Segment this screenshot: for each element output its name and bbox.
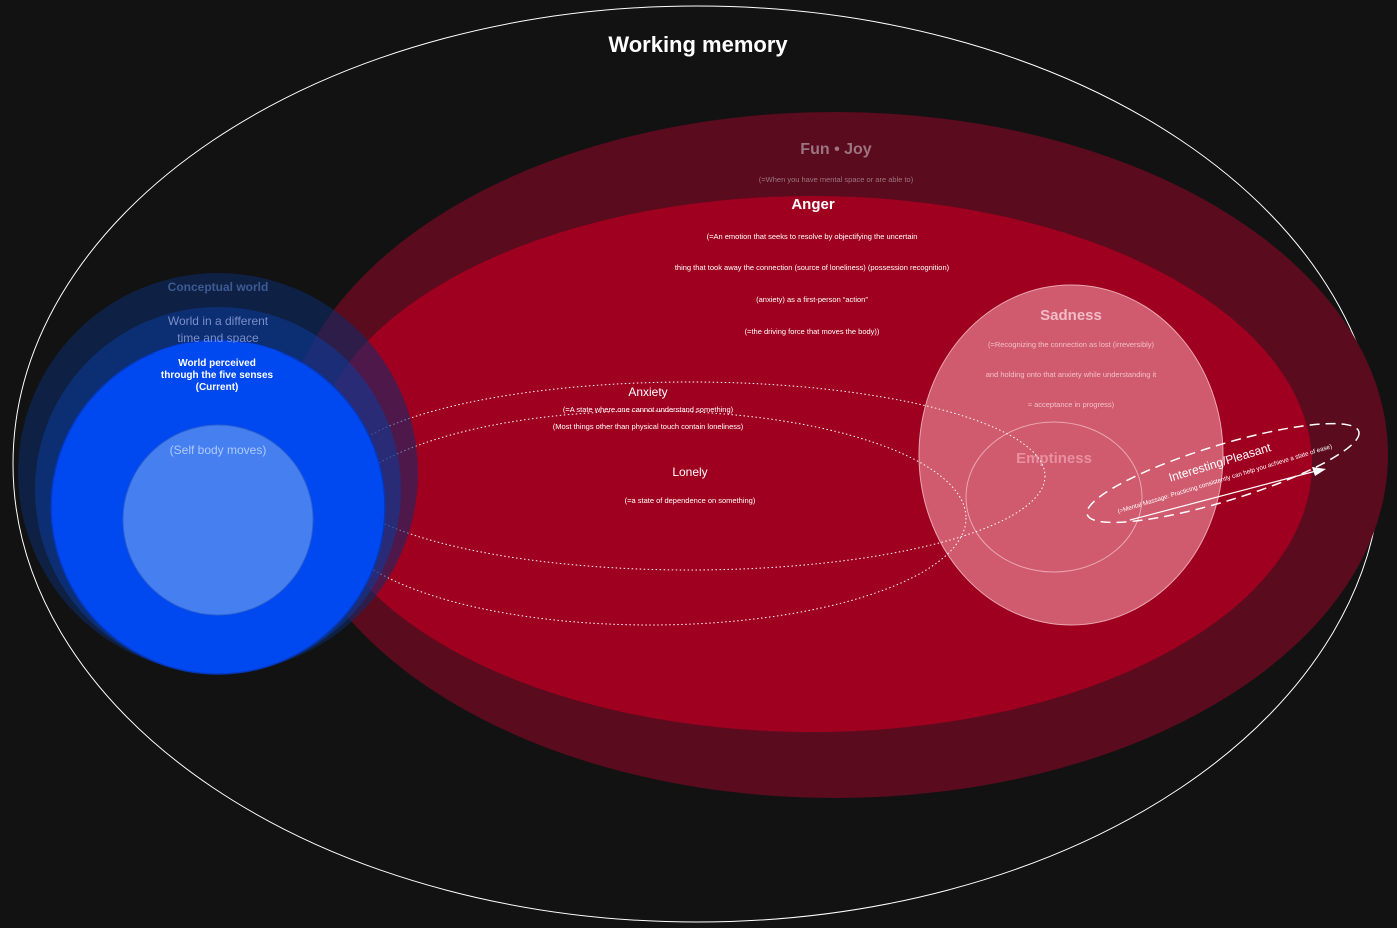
sadness-desc-line-3: ≈ acceptance in progress) (1028, 400, 1115, 409)
anger-title: Anger (791, 196, 835, 213)
different-world-label-line-2: time and space (177, 331, 259, 345)
lonely-title: Lonely (672, 465, 707, 479)
lonely-desc: (=a state of dependence on something) (625, 496, 756, 505)
different-world-label-line-1: World in a different (168, 314, 269, 328)
perceived-world-top-overlay (60, 343, 380, 353)
interesting-arrow-line (1129, 470, 1317, 521)
interesting-ellipse (1086, 422, 1360, 524)
anger-desc-line-2: thing that took away the connection (sou… (675, 263, 950, 272)
sadness-ellipse (918, 284, 1224, 626)
conceptual-world-label: Conceptual world (168, 280, 269, 294)
perceived-world-label-line-1: World perceived (178, 358, 256, 369)
perceived-world-label-line-3: (Current) (196, 382, 239, 393)
perceived-world-label-line-2: through the five senses (161, 370, 274, 381)
self-body-label: (Self body moves) (170, 443, 267, 457)
fun-joy-title: Fun • Joy (800, 141, 871, 158)
emptiness-title: Emptiness (1016, 450, 1092, 467)
anxiety-title: Anxiety (628, 385, 667, 399)
self-body-circle (122, 424, 314, 616)
sadness-desc-line-2: and holding onto that anxiety while unde… (986, 370, 1157, 379)
sadness-title: Sadness (1040, 307, 1102, 324)
sadness-desc-line-1: (=Recognizing the connection as lost (ir… (988, 340, 1155, 349)
anger-desc-line-1: (=An emotion that seeks to resolve by ob… (707, 232, 918, 241)
anxiety-ellipse (334, 381, 1046, 571)
fun-joy-desc: (=When you have mental space or are able… (759, 175, 914, 184)
anger-desc-line-3: (anxiety) as a first-person “action” (756, 295, 868, 304)
emptiness-ellipse (965, 421, 1143, 573)
anger-desc-line-4: (=the driving force that moves the body)… (745, 327, 880, 336)
interesting-arrowhead (1312, 467, 1326, 476)
diagram-title: Working memory (608, 32, 788, 57)
anxiety-desc-line-2: (Most things other than physical touch c… (553, 422, 744, 431)
anxiety-desc-line-1: (=A state where one cannot understand so… (563, 405, 734, 414)
